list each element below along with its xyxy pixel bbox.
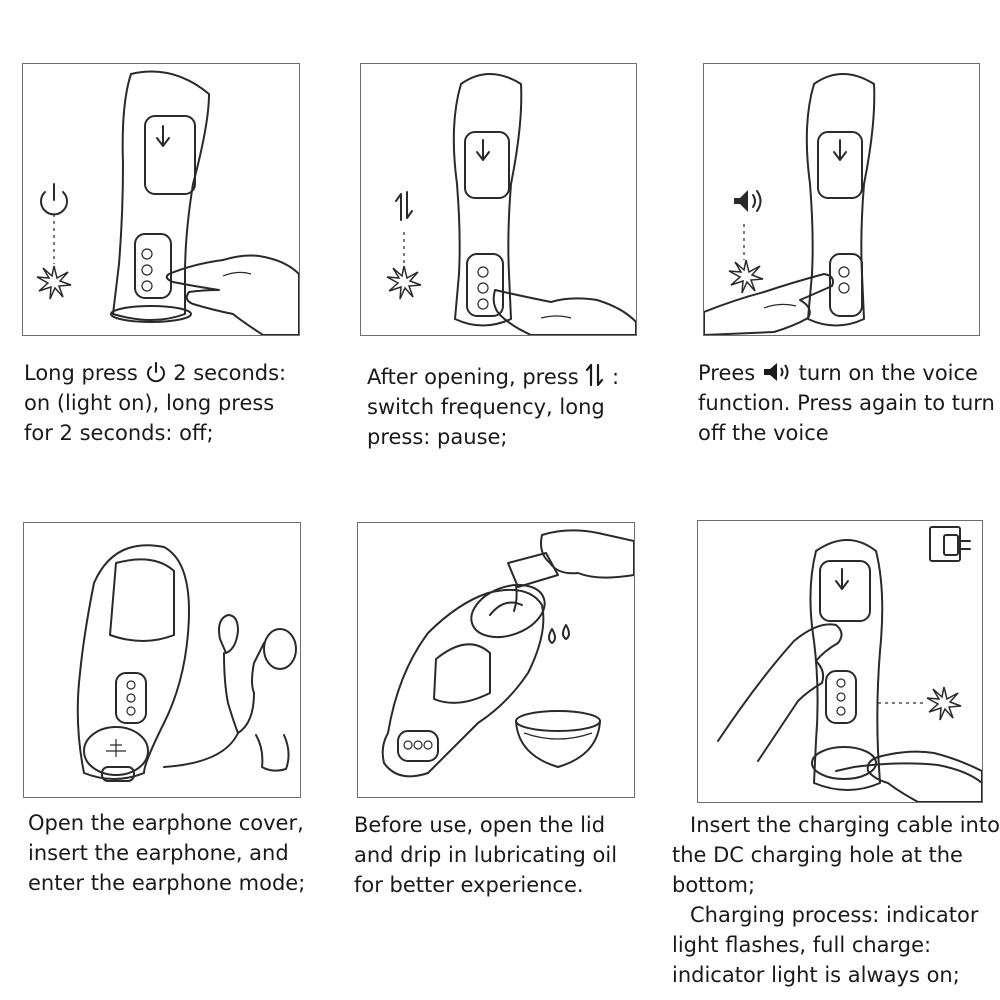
power-icon xyxy=(40,183,68,216)
step-3-caption: Prees turn on the voice function. Press … xyxy=(698,361,995,445)
step-6-caption: Insert the charging cable into the DC ch… xyxy=(672,813,1000,987)
step-5-caption: Before use, open the lid and drip in lub… xyxy=(354,813,618,897)
earphone-icon xyxy=(163,614,297,772)
power-icon xyxy=(146,362,165,383)
hands-with-cable xyxy=(717,623,982,802)
step-2-caption: After opening, press : switch frequency,… xyxy=(367,363,620,449)
oil-drops xyxy=(548,624,570,644)
wall-outlet-icon xyxy=(929,526,971,562)
step-4-illustration xyxy=(23,522,301,798)
step-3-illustration xyxy=(703,63,980,336)
step-1-caption: Long press 2 seconds: on (light on), lon… xyxy=(24,361,287,445)
frequency-arrows-icon xyxy=(395,191,413,221)
device xyxy=(381,583,546,778)
device xyxy=(452,73,523,327)
hand-pressing-button xyxy=(492,289,636,335)
starburst-icon xyxy=(926,686,962,721)
starburst-icon xyxy=(728,259,764,294)
hand-pressing-button xyxy=(165,254,299,335)
step-1-illustration xyxy=(22,63,300,336)
step-4-caption: Open the earphone cover, insert the earp… xyxy=(28,811,306,895)
device xyxy=(809,539,884,791)
bowl xyxy=(515,710,601,768)
starburst-icon xyxy=(36,265,72,300)
step-2-illustration xyxy=(360,63,637,336)
device xyxy=(805,73,876,327)
device xyxy=(110,70,210,323)
hand-with-bottle xyxy=(507,529,634,612)
hand-pressing-button xyxy=(704,273,834,335)
device xyxy=(76,544,190,782)
step-6-illustration xyxy=(697,520,983,803)
starburst-icon xyxy=(386,265,422,300)
speaker-icon xyxy=(763,363,789,381)
frequency-arrows-icon xyxy=(586,363,604,387)
step-5-illustration xyxy=(357,522,635,798)
speaker-icon xyxy=(734,190,762,212)
